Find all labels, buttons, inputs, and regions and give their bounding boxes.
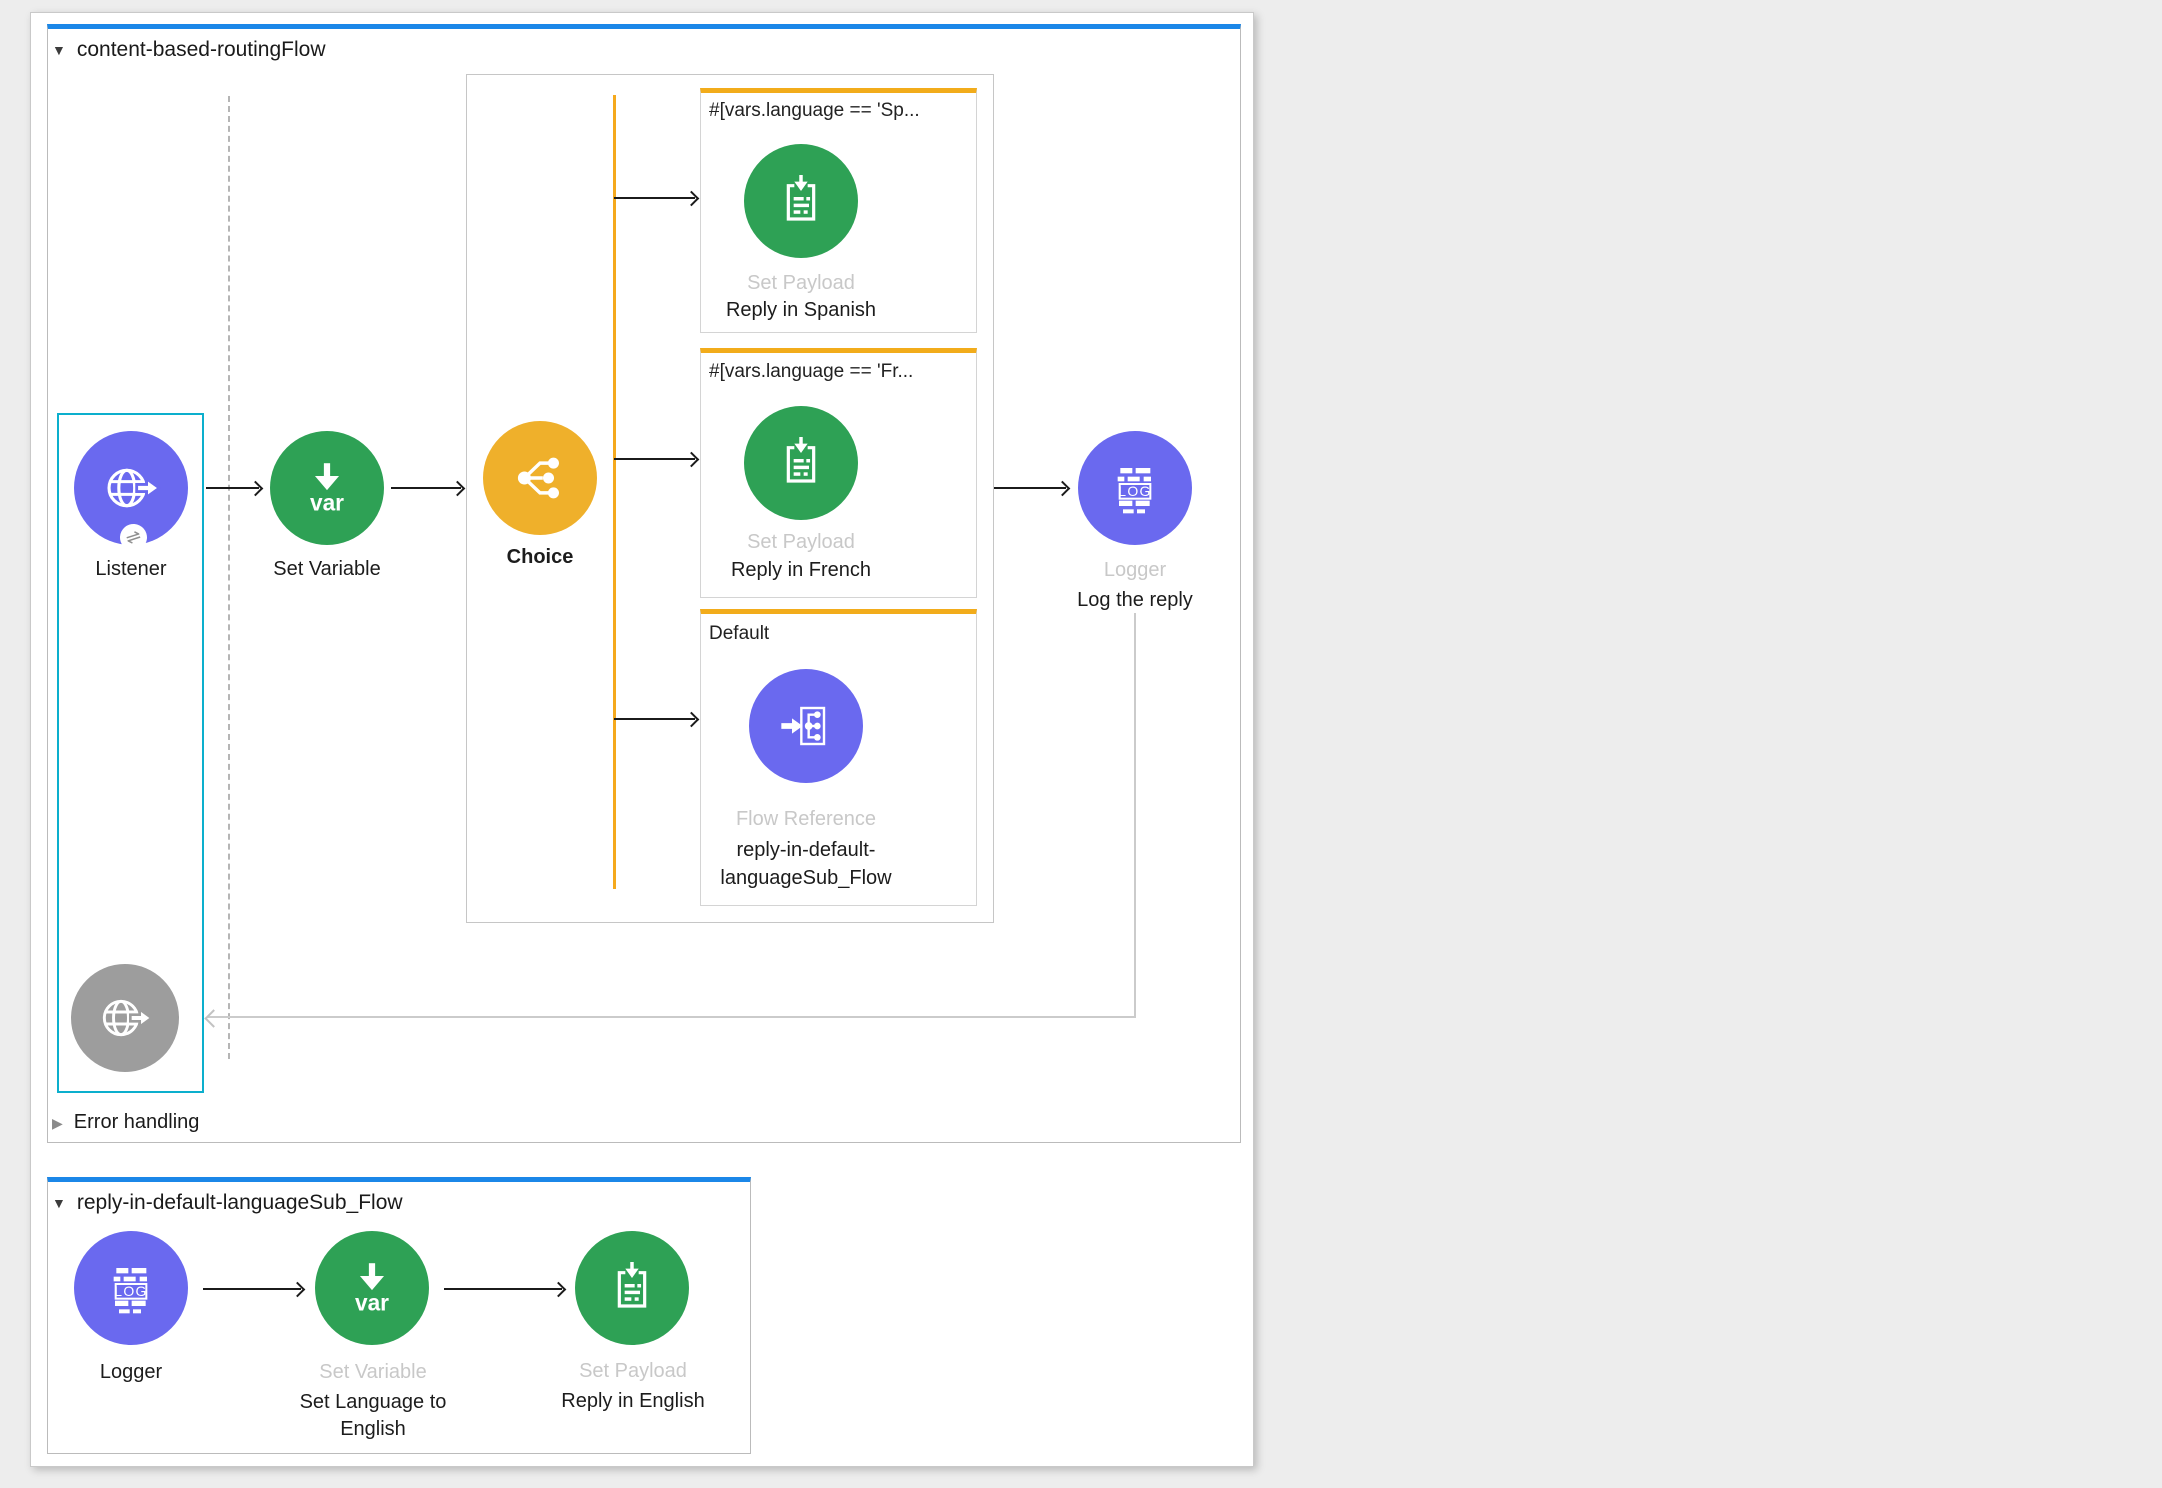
default-branch-label[interactable]: Default bbox=[709, 623, 770, 644]
subflow-set-payload-name: Reply in English bbox=[561, 1390, 705, 1412]
set-payload-type-label: Set Payload bbox=[747, 531, 855, 553]
flow-reference-icon bbox=[781, 706, 826, 746]
branch-arrow bbox=[614, 197, 695, 199]
set-payload-icon bbox=[786, 437, 816, 483]
collapse-triangle-icon[interactable]: ▼ bbox=[52, 1195, 66, 1211]
flow-reference-type-label: Flow Reference bbox=[735, 808, 877, 830]
error-handling-label: Error handling bbox=[73, 1111, 200, 1133]
when-condition-spanish[interactable]: #[vars.language == 'Sp... bbox=[709, 100, 920, 121]
flow-reference-name-line1: reply-in-default- bbox=[736, 839, 876, 861]
choice-router-spine bbox=[613, 95, 616, 889]
source-separator-dashed-line bbox=[228, 96, 230, 1059]
set-payload-french-name: Reply in French bbox=[730, 559, 872, 581]
logger-name-label: Log the reply bbox=[1077, 589, 1193, 611]
subflow-set-payload-node[interactable] bbox=[575, 1231, 689, 1345]
set-variable-label: Set Variable bbox=[273, 558, 381, 580]
expand-triangle-icon[interactable]: ▶ bbox=[52, 1114, 63, 1131]
set-payload-spanish-name: Reply in Spanish bbox=[725, 299, 877, 321]
logger-node[interactable]: LOG bbox=[1078, 431, 1192, 545]
logger-icon: LOG bbox=[113, 1268, 148, 1314]
error-globe-icon bbox=[102, 999, 154, 1037]
subflow-logger-label: Logger bbox=[99, 1361, 163, 1383]
svg-text:var: var bbox=[355, 1290, 389, 1316]
choice-router-node[interactable] bbox=[483, 421, 597, 535]
subflow-set-payload-type-label: Set Payload bbox=[579, 1360, 687, 1382]
return-path-vertical bbox=[1134, 613, 1136, 1017]
set-variable-node[interactable]: var bbox=[270, 431, 384, 545]
svg-text:LOG: LOG bbox=[1118, 483, 1152, 499]
flow1-title: content-based-routingFlow bbox=[76, 38, 326, 61]
subflow-set-variable-name-line1: Set Language to bbox=[299, 1391, 447, 1413]
set-variable-icon: var bbox=[355, 1263, 389, 1316]
svg-text:LOG: LOG bbox=[114, 1283, 148, 1299]
set-payload-icon bbox=[617, 1262, 647, 1308]
when-condition-french[interactable]: #[vars.language == 'Fr... bbox=[709, 361, 914, 382]
set-payload-icon bbox=[786, 175, 816, 221]
flow-reference-name-line2: languageSub_Flow bbox=[720, 867, 892, 889]
mule-flow-canvas[interactable]: ▼ content-based-routingFlow ⇌ Listener bbox=[30, 12, 1254, 1467]
svg-text:var: var bbox=[310, 490, 344, 516]
collapse-triangle-icon[interactable]: ▼ bbox=[52, 42, 66, 58]
branch-arrow bbox=[614, 458, 695, 460]
error-source-node[interactable] bbox=[71, 964, 179, 1072]
logger-icon: LOG bbox=[1117, 468, 1152, 514]
connector-arrow bbox=[203, 1288, 301, 1290]
set-variable-icon: var bbox=[310, 463, 344, 516]
set-payload-french-node[interactable] bbox=[744, 406, 858, 520]
connector-arrow bbox=[994, 487, 1066, 489]
flow2-title: reply-in-default-languageSub_Flow bbox=[76, 1191, 403, 1214]
error-handling-row[interactable]: ▶ Error handling bbox=[52, 1111, 199, 1134]
flow-reference-node[interactable] bbox=[749, 669, 863, 783]
set-payload-spanish-node[interactable] bbox=[744, 144, 858, 258]
flow1-title-row[interactable]: ▼ content-based-routingFlow bbox=[52, 38, 326, 62]
branch-arrow bbox=[614, 718, 695, 720]
subflow-set-variable-node[interactable]: var bbox=[315, 1231, 429, 1345]
subflow-set-variable-name-line2: English bbox=[340, 1418, 406, 1440]
return-path-horizontal bbox=[208, 1016, 1136, 1018]
listener-label: Listener bbox=[95, 558, 167, 580]
connector-arrow bbox=[391, 487, 461, 489]
flow2-title-row[interactable]: ▼ reply-in-default-languageSub_Flow bbox=[52, 1191, 403, 1215]
subflow-logger-node[interactable]: LOG bbox=[74, 1231, 188, 1345]
connector-arrow bbox=[206, 487, 259, 489]
selection-highlight-box bbox=[57, 413, 204, 1093]
subflow-set-variable-type-label: Set Variable bbox=[319, 1361, 427, 1383]
logger-type-label: Logger bbox=[1103, 559, 1167, 581]
choice-icon bbox=[517, 457, 559, 499]
connector-arrow bbox=[444, 1288, 562, 1290]
set-payload-type-label: Set Payload bbox=[747, 272, 855, 294]
choice-label: Choice bbox=[506, 546, 574, 568]
http-listener-icon bbox=[107, 468, 162, 508]
